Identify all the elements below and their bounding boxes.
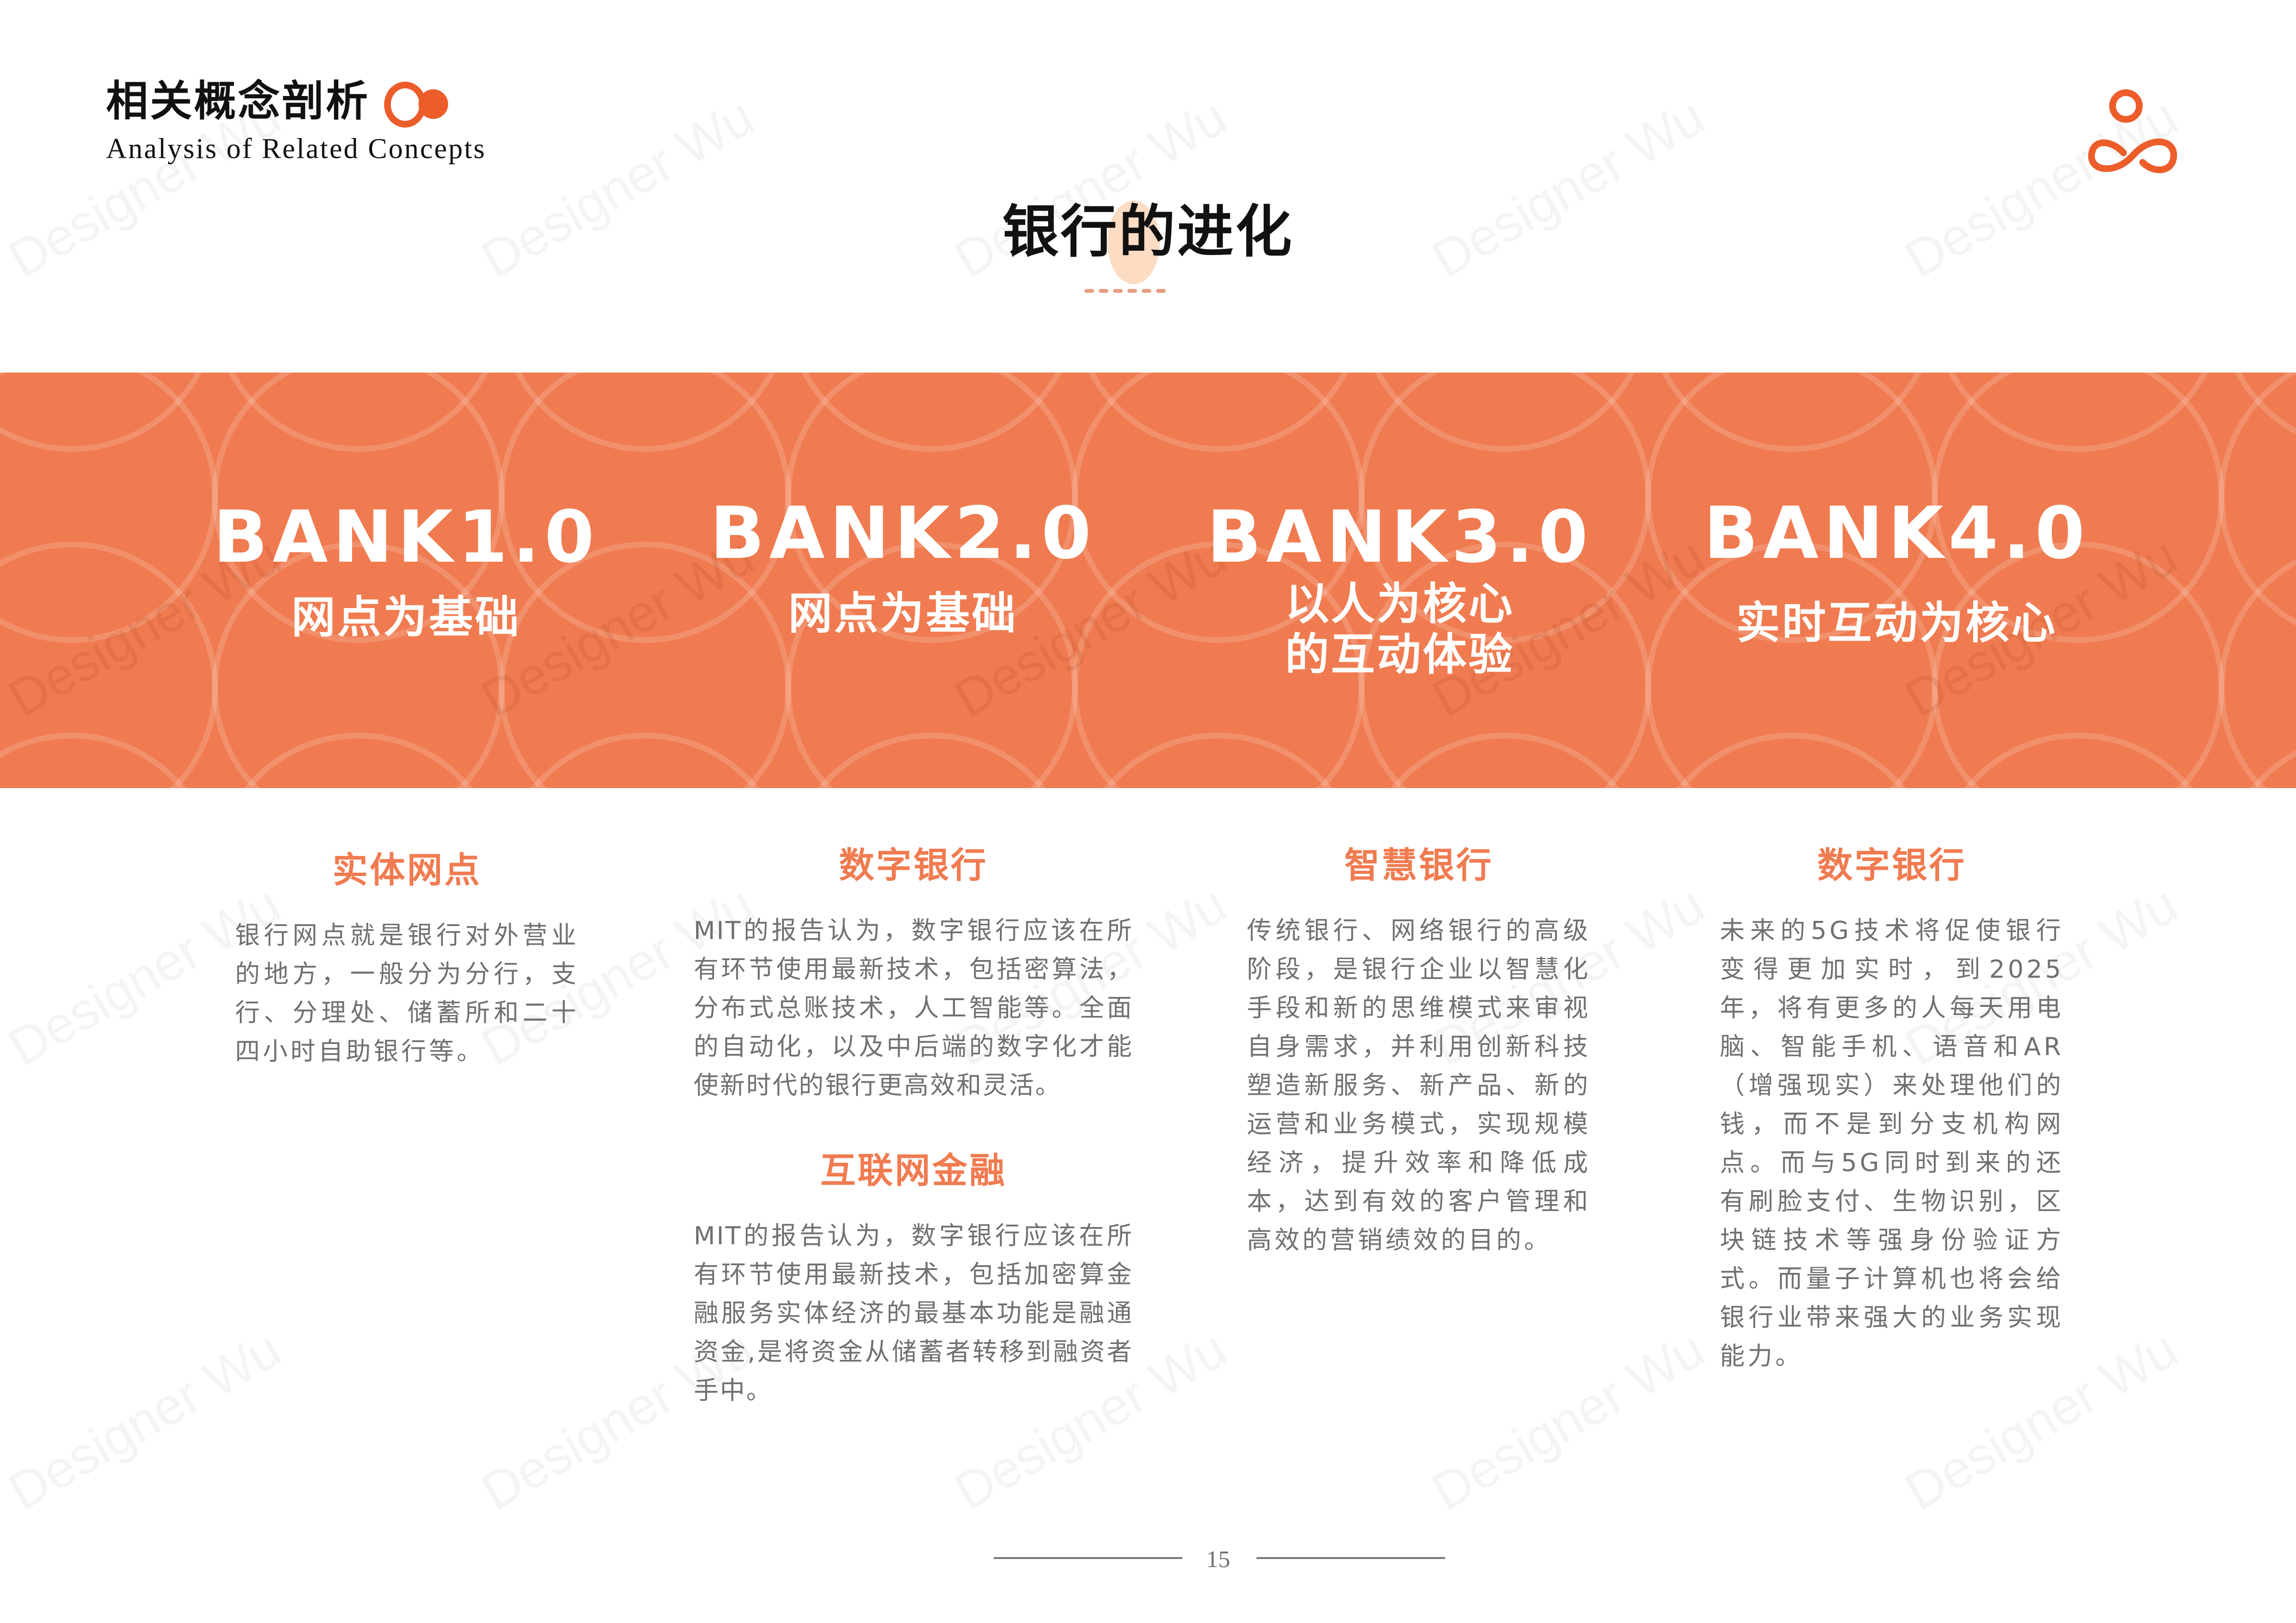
column-digital-bank-future: 数字银行 未来的5G技术将促使银行变得更加实时，到2025年，将有更多的人每天用…: [1720, 848, 2064, 1376]
column-body: 传统银行、网络银行的高级阶段，是银行企业以智慧化手段和新的思维模式来审视自身需求…: [1247, 917, 1591, 1255]
circle-pattern-background: [0, 373, 2296, 788]
column-digital-bank: 数字银行 MIT的报告认为，数字银行应该在所有环节使用最新技术，包括密算法，分布…: [694, 848, 1133, 1410]
bank-stage-subtitle-line-2: 的互动体验: [1285, 629, 1514, 680]
bank-stage-subtitle: 网点为基础: [788, 588, 1018, 639]
column-body-internet-finance: MIT的报告认为，数字银行应该在所有环节使用最新技术，包括加密算金融服务实体经济…: [694, 1222, 1133, 1405]
column-heading-internet-finance: 互联网金融: [820, 1150, 1007, 1191]
footer-divider-right: [1256, 1557, 1445, 1559]
column-body: 未来的5G技术将促使银行变得更加实时，到2025年，将有更多的人每天用电脑、智能…: [1720, 917, 2064, 1371]
page-number: 15: [1206, 1546, 1230, 1572]
footer-divider-left: [994, 1557, 1182, 1559]
column-heading: 实体网点: [333, 850, 482, 891]
section-title: 银行的进化: [1002, 198, 1294, 265]
bank-stage-1: BANK1.0 网点为基础: [191, 502, 621, 643]
title-highlight-blob: [1107, 201, 1160, 284]
bank-stage-title: BANK3.0: [1207, 496, 1593, 579]
header-title: 相关概念剖析: [106, 76, 370, 126]
column-physical-branch: 实体网点 银行网点就是银行对外营业的地方，一般分为分行，支行、分理处、储蓄所和二…: [235, 853, 579, 1071]
column-heading: 数字银行: [839, 845, 988, 886]
bank-evolution-band: Designer Wu Designer Wu Designer Wu Desi…: [0, 373, 2296, 788]
bank-stage-title: BANK4.0: [1704, 492, 2090, 575]
person-infinity-logo-icon: [2088, 89, 2178, 173]
title-dashes-divider: [1084, 289, 1166, 293]
column-heading: 智慧银行: [1344, 845, 1493, 886]
double-circle-icon: [384, 79, 456, 128]
bank-stage-subtitle: 网点为基础: [291, 592, 521, 643]
column-body: MIT的报告认为，数字银行应该在所有环节使用最新技术，包括密算法，分布式总账技术…: [694, 917, 1133, 1100]
bank-stage-3: BANK3.0 以人为核心 的互动体验: [1185, 502, 1615, 680]
column-heading: 数字银行: [1817, 845, 1966, 886]
bank-stage-2: BANK2.0 网点为基础: [688, 498, 1118, 639]
bank-stage-subtitle-line-1: 以人为核心: [1285, 578, 1514, 630]
bank-stage-title: BANK2.0: [710, 492, 1096, 575]
bank-stage-title: BANK1.0: [213, 496, 599, 579]
section-title-wrap: 银行的进化: [0, 201, 2296, 263]
header-subtitle: Analysis of Related Concepts: [106, 133, 486, 164]
bank-stage-4: BANK4.0 实时互动为核心: [1682, 498, 2112, 649]
column-body: 银行网点就是银行对外营业的地方，一般分为分行，支行、分理处、储蓄所和二十四小时自…: [235, 921, 579, 1066]
bank-stage-subtitle: 实时互动为核心: [1736, 598, 2057, 649]
page-header: 相关概念剖析 Analysis of Related Concepts: [106, 79, 486, 165]
page-footer: 15: [994, 1546, 1448, 1572]
column-smart-bank: 智慧银行 传统银行、网络银行的高级阶段，是银行企业以智慧化手段和新的思维模式来审…: [1247, 848, 1591, 1260]
